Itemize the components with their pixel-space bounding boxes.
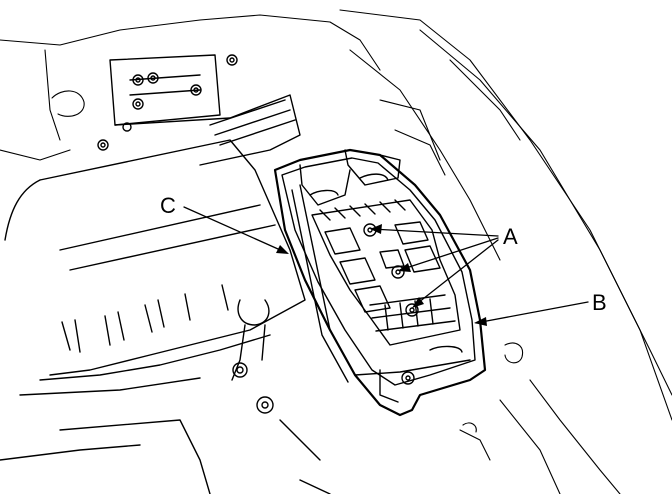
callout-label-c: C xyxy=(160,193,176,218)
arrowheads xyxy=(276,224,487,326)
engine-bay-background xyxy=(0,9,672,494)
arrowhead-c xyxy=(276,245,289,254)
arrowhead-a1 xyxy=(370,224,382,234)
leader-c xyxy=(183,206,288,254)
leader-lines xyxy=(183,206,589,324)
air-cleaner-housing xyxy=(0,139,331,494)
arrowhead-a2 xyxy=(398,263,411,272)
callout-label-a: A xyxy=(503,224,518,249)
leader-a2 xyxy=(399,237,499,271)
leader-a3 xyxy=(413,239,499,307)
control-module xyxy=(97,54,301,166)
arrowhead-a3 xyxy=(412,297,424,308)
fuse-relay-box xyxy=(273,148,487,417)
leader-b xyxy=(475,301,589,324)
callout-label-b: B xyxy=(592,290,607,315)
arrowhead-b xyxy=(474,317,487,326)
leader-a1 xyxy=(371,228,499,237)
